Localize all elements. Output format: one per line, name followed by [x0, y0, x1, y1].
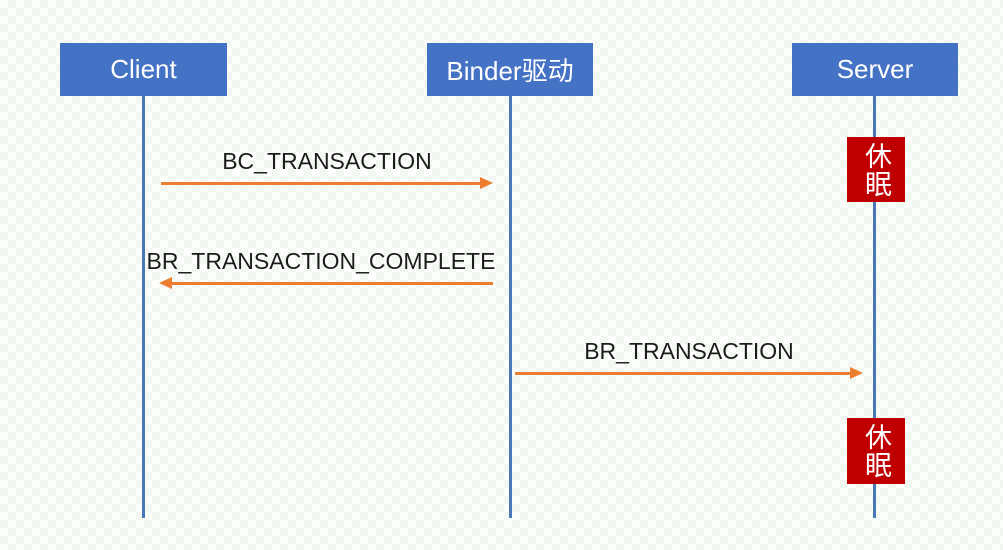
arrow-line	[170, 282, 493, 285]
arrow-br-transaction	[515, 367, 863, 379]
actor-box-server: Server	[792, 43, 958, 96]
message-label-br-transaction-complete: BR_TRANSACTION_COMPLETE	[146, 248, 496, 274]
lifeline-server	[873, 96, 876, 518]
lifeline-client	[142, 96, 145, 518]
arrow-bc-transaction	[161, 177, 493, 189]
arrow-head-right-icon	[850, 367, 863, 379]
actor-box-binder-driver: Binder驱动	[427, 43, 593, 96]
state-label-sleep: 休眠	[861, 423, 891, 479]
arrow-head-left-icon	[159, 277, 172, 289]
state-box-sleep-upper: 休眠	[847, 137, 905, 202]
arrow-line	[515, 372, 852, 375]
lifeline-binder-driver	[509, 96, 512, 518]
message-label-br-transaction: BR_TRANSACTION	[584, 338, 794, 364]
arrow-br-transaction-complete	[159, 277, 493, 289]
arrow-head-right-icon	[480, 177, 493, 189]
message-label-bc-transaction: BC_TRANSACTION	[222, 148, 432, 174]
arrow-line	[161, 182, 482, 185]
state-label-sleep: 休眠	[861, 141, 891, 198]
actor-box-client: Client	[60, 43, 227, 96]
state-box-sleep-lower: 休眠	[847, 418, 905, 484]
